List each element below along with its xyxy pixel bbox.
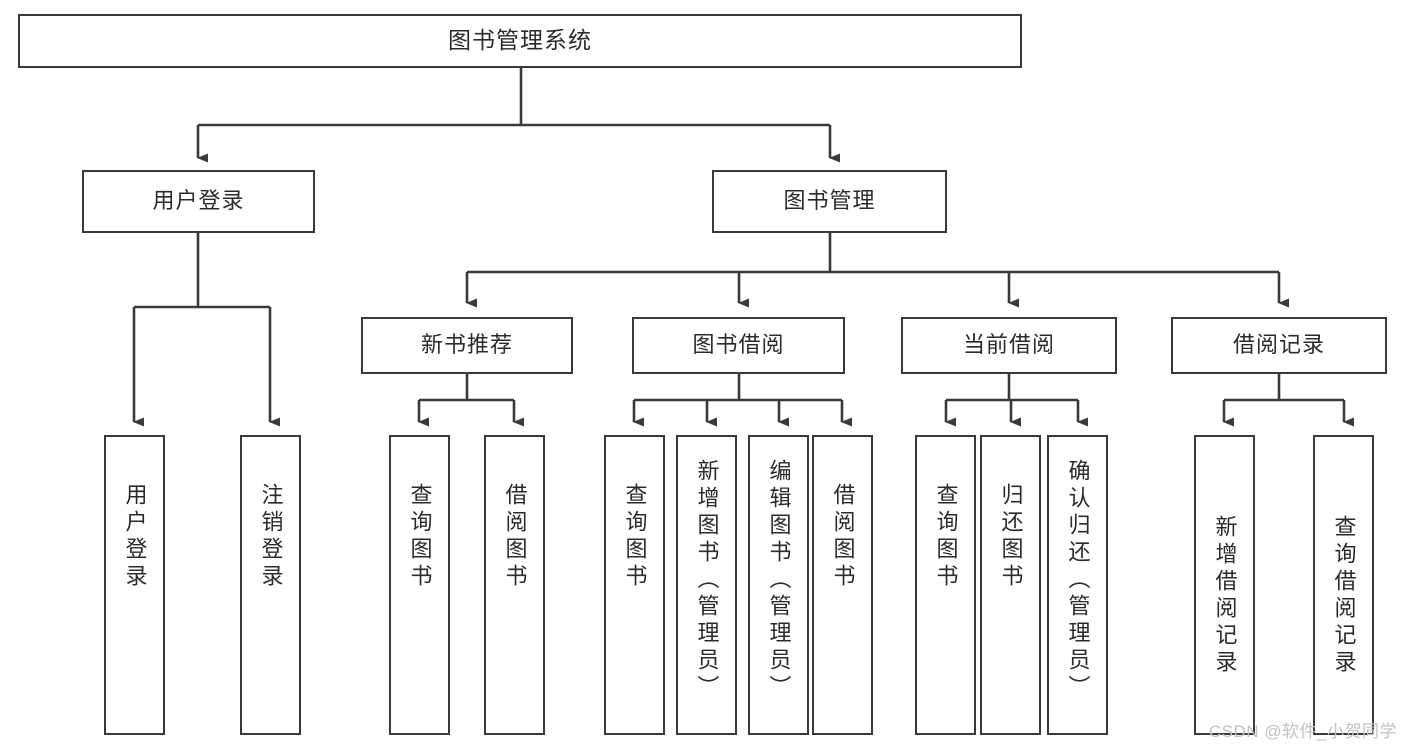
node-borrow-record-label: 借阅记录 bbox=[1232, 332, 1325, 358]
node-new-book-recommend-label: 新书推荐 bbox=[420, 332, 513, 358]
node-current-borrow[interactable]: 当前借阅 bbox=[901, 317, 1117, 374]
node-user-login-label: 用户登录 bbox=[152, 188, 245, 214]
leaf-new-book-borrow[interactable]: 借阅图书 bbox=[484, 435, 545, 735]
leaf-book-borrow-borrow-label: 借阅图书 bbox=[830, 483, 856, 591]
leaf-current-borrow-return[interactable]: 归还图书 bbox=[980, 435, 1041, 735]
node-current-borrow-label: 当前借阅 bbox=[962, 332, 1055, 358]
node-book-borrow-label: 图书借阅 bbox=[692, 332, 785, 358]
leaf-book-borrow-add-label: 新增图书（管理员） bbox=[694, 459, 720, 702]
node-borrow-record[interactable]: 借阅记录 bbox=[1171, 317, 1387, 374]
leaf-new-book-query[interactable]: 查询图书 bbox=[389, 435, 450, 735]
leaf-borrow-record-add-label: 新增借阅记录 bbox=[1212, 515, 1238, 677]
node-root-system[interactable]: 图书管理系统 bbox=[18, 14, 1022, 68]
leaf-borrow-record-query-label: 查询借阅记录 bbox=[1331, 515, 1357, 677]
node-book-borrow[interactable]: 图书借阅 bbox=[632, 317, 845, 374]
leaf-borrow-record-query[interactable]: 查询借阅记录 bbox=[1313, 435, 1374, 735]
leaf-user-login-logout-label: 注销登录 bbox=[258, 483, 284, 591]
leaf-current-borrow-query-label: 查询图书 bbox=[933, 483, 959, 591]
leaf-book-borrow-add[interactable]: 新增图书（管理员） bbox=[676, 435, 737, 735]
node-user-login[interactable]: 用户登录 bbox=[82, 170, 315, 233]
leaf-book-borrow-edit-label: 编辑图书（管理员） bbox=[766, 459, 792, 702]
leaf-book-borrow-query[interactable]: 查询图书 bbox=[604, 435, 665, 735]
leaf-book-borrow-borrow[interactable]: 借阅图书 bbox=[812, 435, 873, 735]
leaf-book-borrow-query-label: 查询图书 bbox=[622, 483, 648, 591]
node-book-management[interactable]: 图书管理 bbox=[712, 170, 947, 233]
node-root-system-label: 图书管理系统 bbox=[448, 27, 592, 54]
leaf-new-book-query-label: 查询图书 bbox=[407, 483, 433, 591]
leaf-current-borrow-confirm[interactable]: 确认归还（管理员） bbox=[1047, 435, 1108, 735]
node-book-management-label: 图书管理 bbox=[783, 188, 876, 214]
leaf-current-borrow-return-label: 归还图书 bbox=[998, 483, 1024, 591]
leaf-book-borrow-edit[interactable]: 编辑图书（管理员） bbox=[748, 435, 809, 735]
leaf-user-login-login-label: 用户登录 bbox=[122, 483, 148, 591]
leaf-new-book-borrow-label: 借阅图书 bbox=[502, 483, 528, 591]
leaf-borrow-record-add[interactable]: 新增借阅记录 bbox=[1194, 435, 1255, 735]
node-new-book-recommend[interactable]: 新书推荐 bbox=[361, 317, 573, 374]
leaf-user-login-logout[interactable]: 注销登录 bbox=[240, 435, 301, 735]
leaf-user-login-login[interactable]: 用户登录 bbox=[104, 435, 165, 735]
leaf-current-borrow-confirm-label: 确认归还（管理员） bbox=[1065, 459, 1091, 702]
leaf-current-borrow-query[interactable]: 查询图书 bbox=[915, 435, 976, 735]
